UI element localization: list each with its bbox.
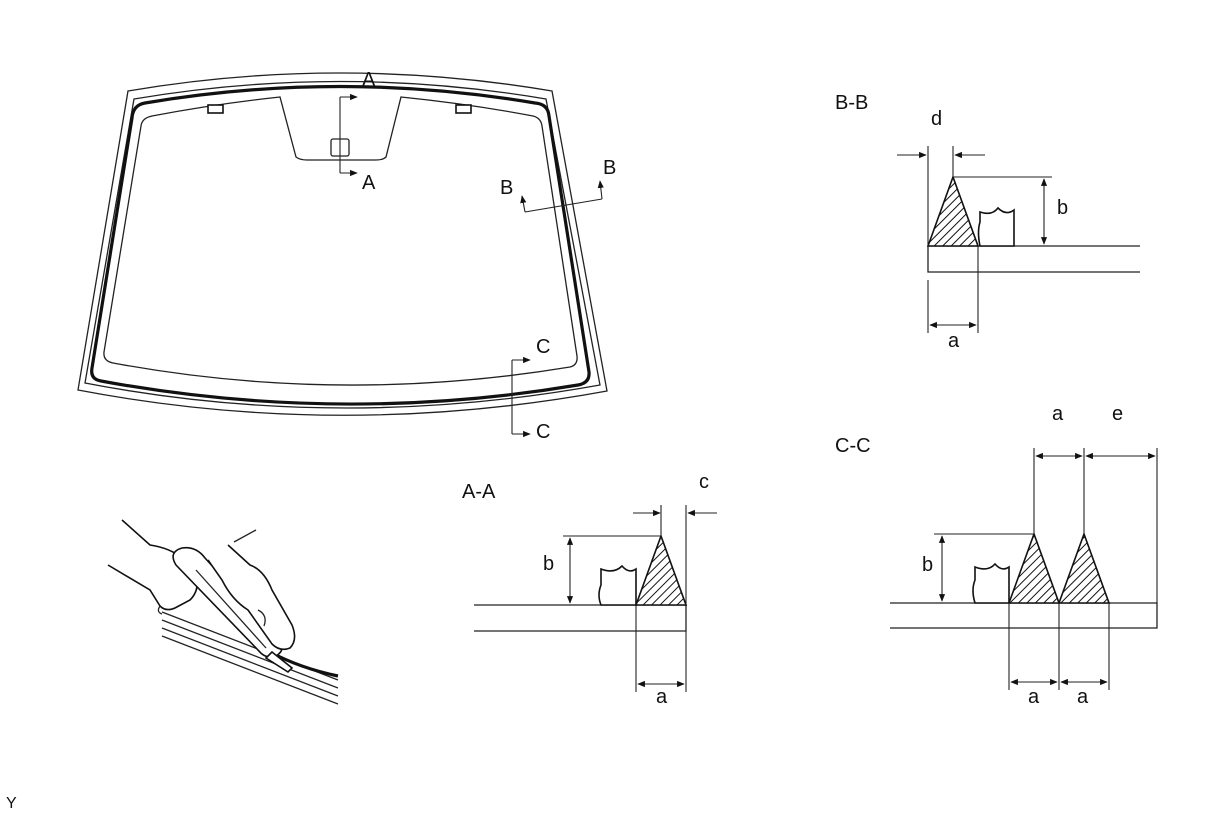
cc-label-b: b — [922, 554, 933, 576]
section-marker-a-top: A — [362, 69, 376, 91]
adhesive-application-illustration — [107, 519, 339, 705]
cc-label-a-top: a — [1052, 403, 1064, 425]
section-bb-drawing — [897, 146, 1140, 333]
section-marker-b-left: B — [500, 177, 513, 199]
cc-label-a-left: a — [1028, 686, 1040, 708]
section-line-b — [520, 180, 604, 213]
aa-label-a: a — [656, 686, 668, 708]
view-title-cc: C-C — [835, 435, 871, 457]
view-title-bb: B-B — [835, 92, 868, 114]
section-marker-b-right: B — [603, 157, 616, 179]
corner-code: Y — [6, 795, 17, 812]
section-line-c — [511, 356, 531, 438]
section-marker-a-bottom: A — [362, 172, 376, 194]
cc-label-a-right: a — [1077, 686, 1089, 708]
aa-label-c: c — [699, 471, 709, 493]
section-line-a — [339, 93, 358, 177]
view-title-aa: A-A — [462, 481, 496, 503]
cc-label-e: e — [1112, 403, 1123, 425]
section-cc-drawing — [890, 448, 1158, 690]
aa-label-b: b — [543, 553, 554, 575]
bb-label-a: a — [948, 330, 960, 352]
windshield-glass — [77, 72, 608, 416]
section-marker-c-bottom: C — [536, 421, 550, 443]
bb-label-b: b — [1057, 197, 1068, 219]
bb-label-d: d — [931, 108, 942, 130]
section-marker-c-top: C — [536, 336, 550, 358]
section-aa-drawing — [474, 505, 717, 692]
